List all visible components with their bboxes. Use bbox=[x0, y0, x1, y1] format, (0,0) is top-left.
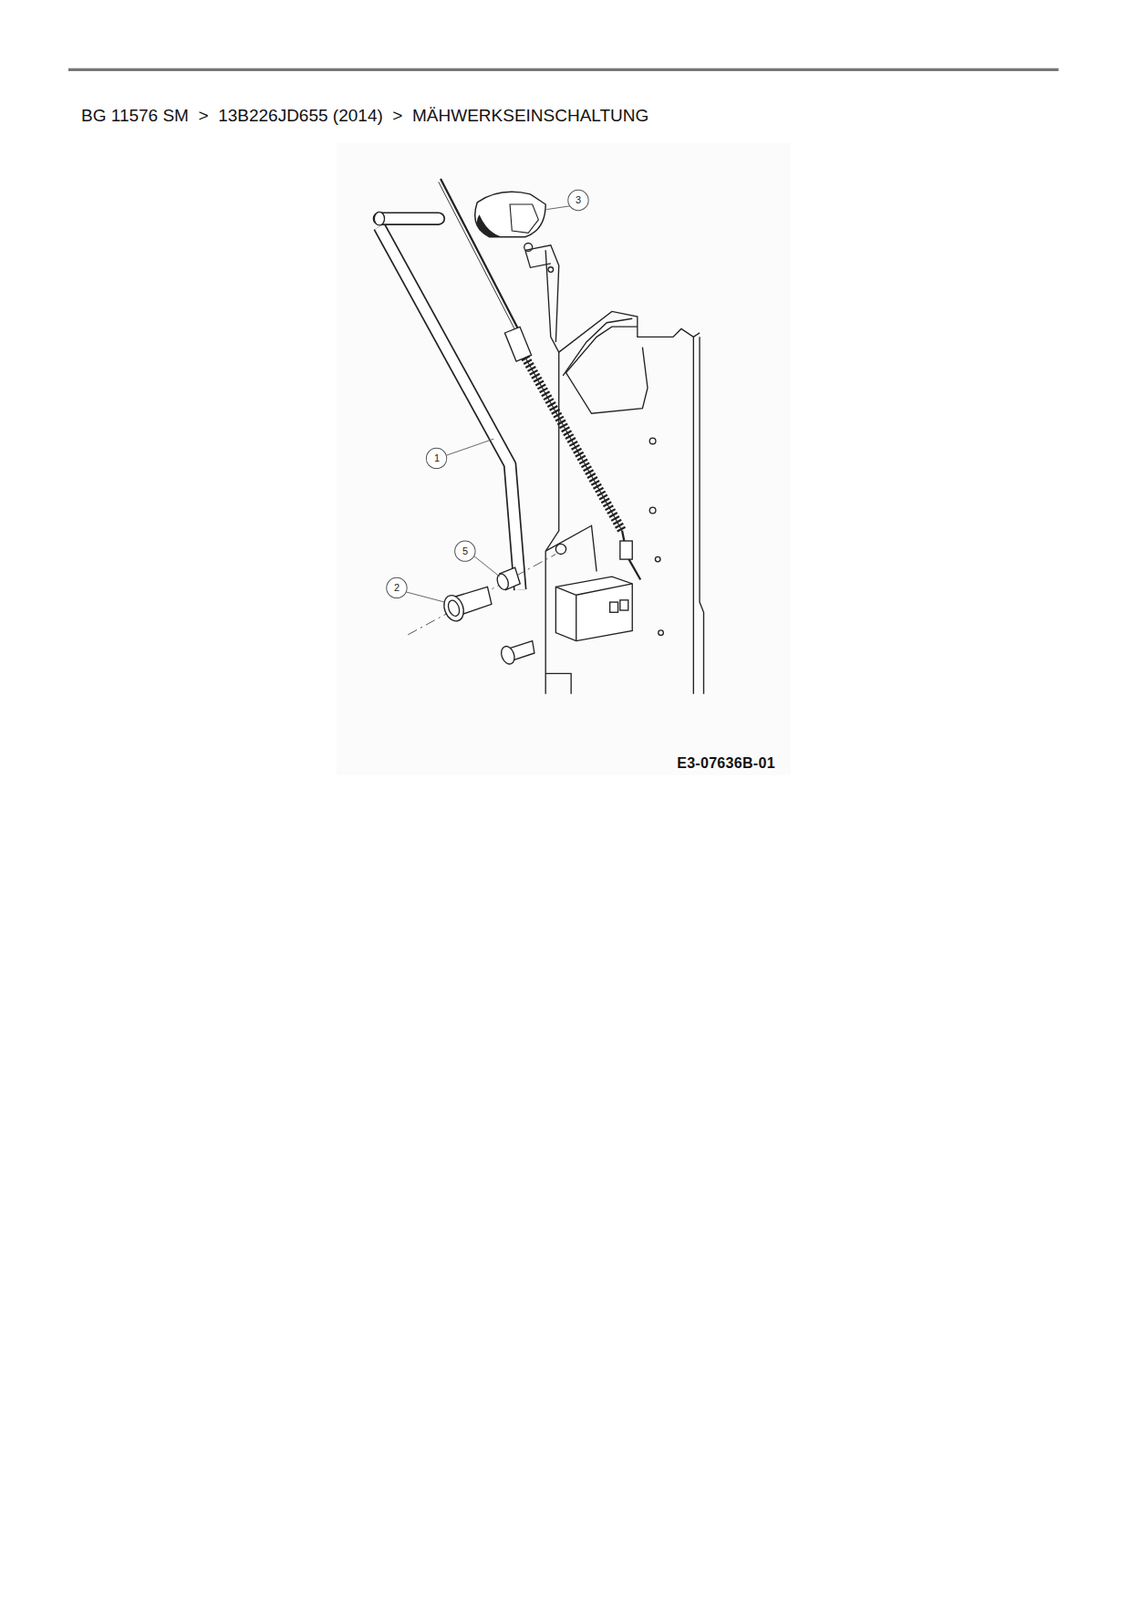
illustration-ground bbox=[336, 143, 791, 776]
center-line bbox=[407, 554, 556, 635]
cable bbox=[438, 178, 641, 580]
screw bbox=[498, 641, 535, 666]
knob bbox=[475, 191, 546, 237]
callout-number: 3 bbox=[575, 195, 582, 206]
lever bbox=[373, 211, 520, 590]
callout-circles bbox=[386, 189, 589, 598]
callout-leaders bbox=[405, 203, 589, 602]
frame-plate bbox=[524, 243, 705, 695]
callout-number: 2 bbox=[394, 582, 400, 593]
page-title: BG 11576 SM > 13B226JD655 (2014) > MÄHWE… bbox=[81, 106, 649, 125]
switch bbox=[555, 576, 633, 641]
callout-number: 5 bbox=[462, 546, 468, 557]
callout-number: 1 bbox=[434, 453, 440, 464]
bushing bbox=[495, 567, 520, 592]
bolt bbox=[440, 586, 492, 624]
drawing-code: E3-07636B-01 bbox=[676, 756, 776, 771]
top-rule bbox=[68, 68, 1059, 72]
